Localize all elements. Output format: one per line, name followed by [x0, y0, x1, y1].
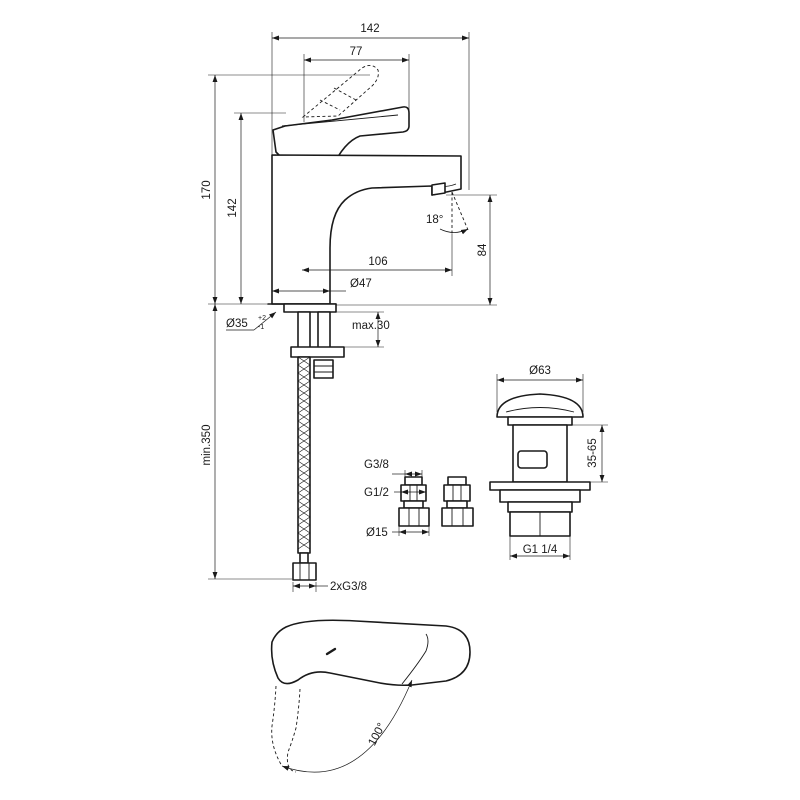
dim-waste-thread: G1 1/4: [523, 544, 558, 556]
lever-rotated-outline: [286, 688, 301, 773]
dimension-lines: [208, 32, 608, 592]
dim-base-diameter: Ø47: [350, 278, 372, 290]
rotation-arc: [281, 679, 413, 773]
waste-overflow-slot: [517, 450, 548, 469]
dim-lever-rotation: 100°: [366, 721, 388, 748]
indicator-mark: [325, 647, 337, 656]
dim-spout-angle: 18°: [426, 214, 443, 226]
dim-spout-height: 84: [477, 243, 489, 256]
waste-cap: [496, 393, 584, 418]
fixing-plate: [290, 346, 345, 358]
connector-right: [441, 476, 474, 527]
dim-waste-diameter: Ø63: [529, 365, 551, 377]
dim-connector-thread-small: G3/8: [364, 459, 389, 471]
connector-left: [398, 476, 430, 527]
dim-connector-diameter: Ø15: [366, 527, 388, 539]
dim-hole-tolerance-upper: +2: [258, 315, 266, 322]
dim-lever-reach: 77: [350, 46, 363, 58]
dim-hole-diameter: Ø35: [226, 318, 248, 330]
hose-end-nut: [292, 562, 317, 581]
dim-max-deck: max.30: [352, 320, 390, 332]
dim-connector-thread-large: G1/2: [364, 487, 389, 499]
dim-spout-projection: 106: [368, 256, 387, 268]
faucet-top-view: [270, 619, 471, 773]
dim-total-width: 142: [360, 23, 379, 35]
fixing-nut: [313, 359, 334, 379]
dim-total-height: 170: [201, 180, 213, 199]
dim-spout-top-height: 142: [227, 198, 239, 217]
dim-hose-thread: 2xG3/8: [330, 581, 367, 593]
lever-raised-outline: [301, 65, 379, 118]
faucet-side-view: [267, 65, 469, 305]
dim-hole-tolerance-lower: -1: [258, 324, 264, 331]
pop-up-waste: [489, 393, 591, 537]
top-view-outline: [270, 619, 471, 687]
faucet-body-outline: [271, 154, 462, 305]
dim-waste-height-range: 35-65: [587, 438, 599, 467]
aerator: [431, 182, 446, 196]
dim-hose-length: min.350: [201, 425, 213, 466]
fixing-and-hose: [283, 303, 345, 581]
